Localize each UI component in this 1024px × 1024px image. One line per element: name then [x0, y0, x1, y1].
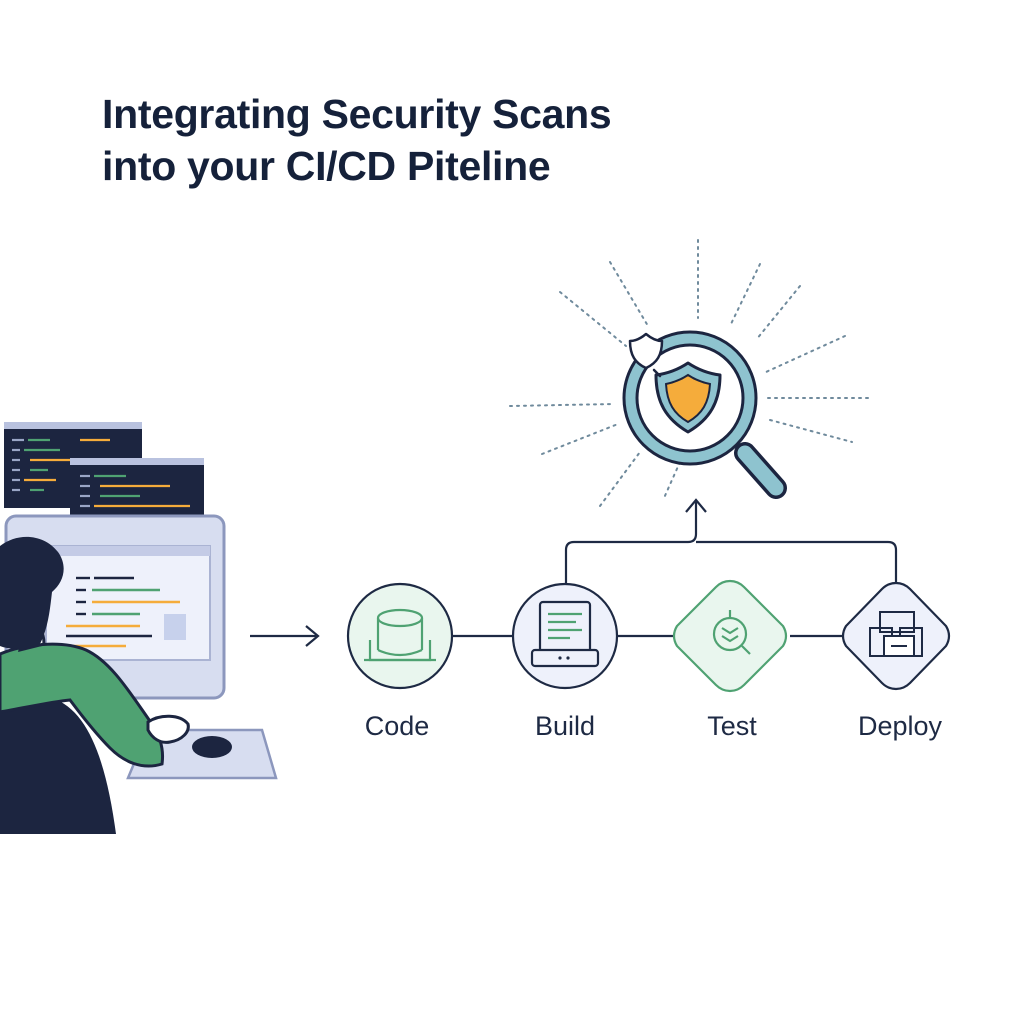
- developer-illustration: [0, 422, 278, 834]
- stage-test[interactable]: Test: [672, 579, 788, 741]
- developer-person: [0, 536, 190, 834]
- pipeline-connectors: [453, 498, 898, 638]
- stage-code[interactable]: Code: [346, 582, 454, 741]
- scan-radiance: [509, 239, 869, 507]
- page-title: Integrating Security Scans into your CI/…: [102, 88, 802, 192]
- small-shield-icon: [628, 332, 664, 378]
- stage-label: Code: [365, 711, 430, 741]
- flow-arrow: [250, 625, 320, 647]
- mouse-icon: [192, 736, 232, 758]
- magnifier-shield-icon: [622, 330, 787, 499]
- stage-deploy[interactable]: Deploy: [841, 581, 951, 741]
- stage-label: Build: [535, 711, 595, 741]
- title-line-2: into your CI/CD Piteline: [102, 143, 551, 189]
- title-line-1: Integrating Security Scans: [102, 91, 612, 137]
- stage-label: Test: [707, 711, 757, 741]
- database-icon: [364, 608, 436, 662]
- deploy-boxes-icon: [869, 611, 923, 657]
- stage-label: Deploy: [858, 711, 943, 741]
- document-icon: [530, 600, 600, 668]
- stage-build[interactable]: Build: [511, 582, 619, 741]
- test-scan-icon: [712, 610, 751, 655]
